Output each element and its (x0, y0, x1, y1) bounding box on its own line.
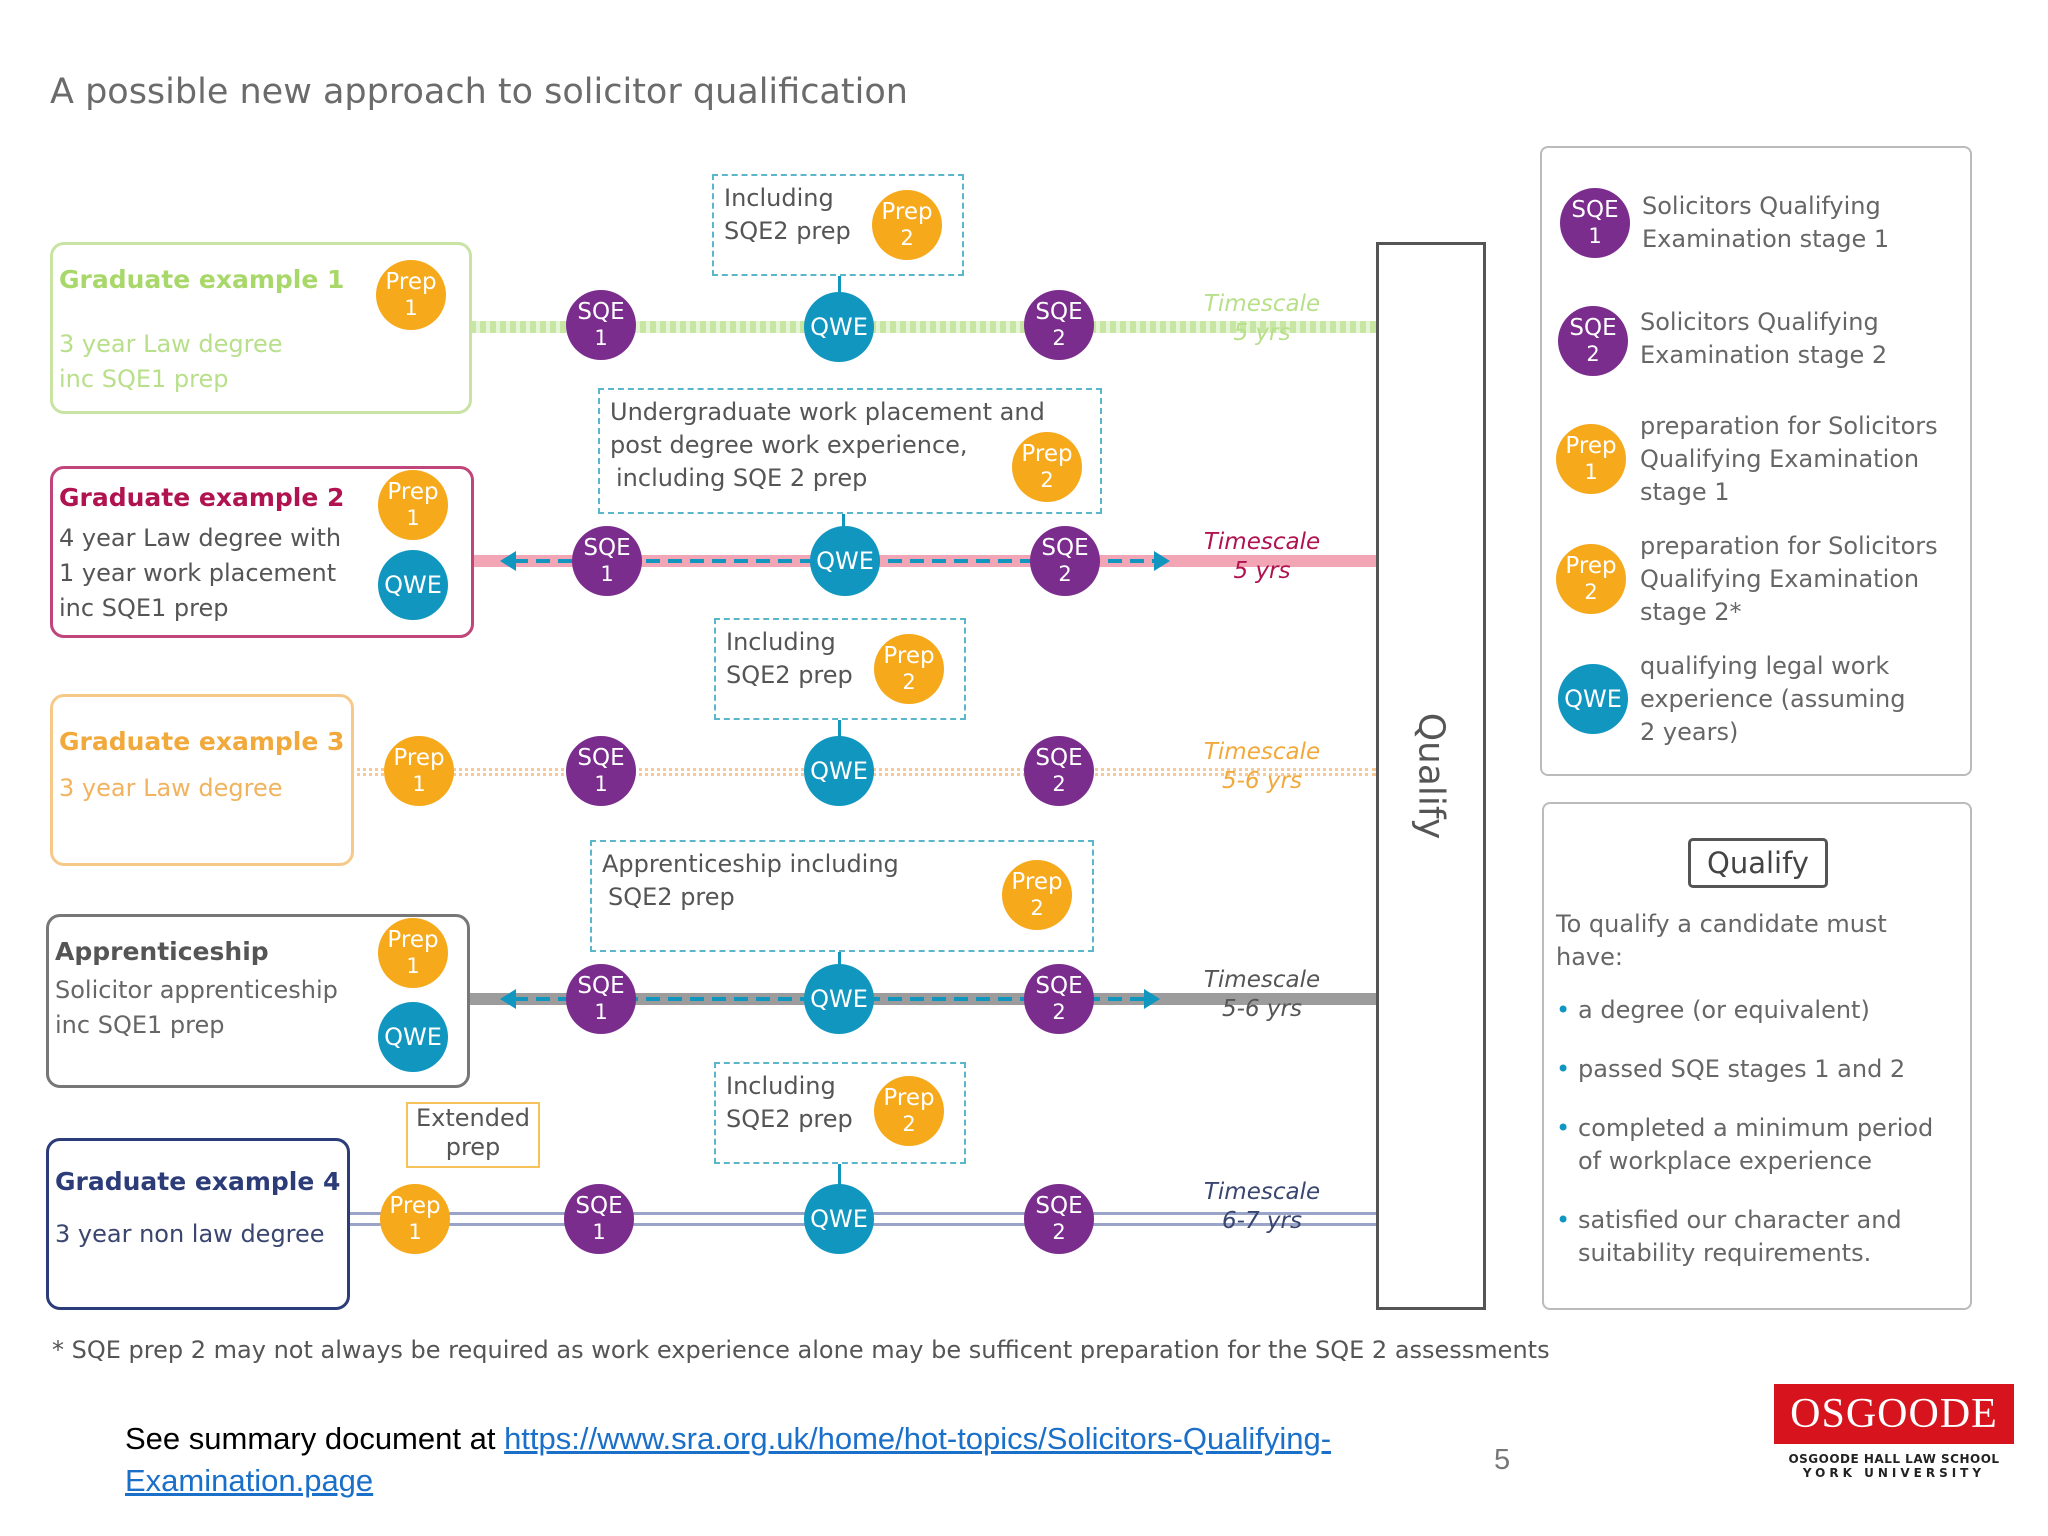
qwe-icon: QWE (378, 1002, 448, 1072)
route-desc: Solicitor apprenticeship inc SQE1 prep (55, 976, 338, 1039)
summary-link[interactable]: https://www.sra.org.uk/home/hot-topics/S… (504, 1421, 1332, 1456)
route-card-graduate-3: Graduate example 3 3 year Law degree (50, 694, 354, 866)
summary-link-continued[interactable]: Examination.page (125, 1463, 374, 1498)
connector-5 (838, 1162, 841, 1192)
route-heading: Graduate example 3 (59, 727, 345, 756)
qwe-icon: QWE (804, 964, 874, 1034)
qualify-list: a degree (or equivalent) passed SQE stag… (1556, 994, 1956, 1296)
logo-wordmark: OSGOODE (1774, 1384, 2014, 1444)
qwe-icon: QWE (804, 292, 874, 362)
footnote: * SQE prep 2 may not always be required … (52, 1336, 1550, 1364)
extended-prep-box: Extended prep (406, 1102, 540, 1168)
connector-3 (838, 718, 841, 748)
route-desc: 3 year non law degree (55, 1220, 325, 1248)
connector-1 (838, 272, 841, 302)
qwe-icon: QWE (810, 526, 880, 596)
qwe-icon: QWE (378, 550, 448, 620)
logo-line-2: YORK UNIVERSITY (1802, 1466, 1986, 1480)
route-desc: 3 year Law degree (59, 774, 283, 802)
qwe-icon: QWE (804, 1184, 874, 1254)
route-1-line (470, 321, 1376, 333)
qwe-icon: QWE (804, 736, 874, 806)
route-heading: Apprenticeship (55, 937, 269, 966)
osgoode-logo: OSGOODE OSGOODE HALL LAW SCHOOL YORK UNI… (1774, 1384, 2014, 1480)
qualify-bar-label: Qualify (1410, 712, 1452, 840)
route-heading: Graduate example 1 (59, 265, 345, 294)
list-item: passed SQE stages 1 and 2 (1556, 1053, 1956, 1086)
route-desc: 3 year Law degree inc SQE1 prep (59, 330, 283, 393)
qwe-icon: QWE (1558, 664, 1628, 734)
page-title: A possible new approach to solicitor qua… (50, 72, 908, 112)
route-heading: Graduate example 2 (59, 483, 345, 512)
qualify-heading: Qualify (1688, 838, 1828, 888)
page-number: 5 (1494, 1444, 1511, 1476)
route-card-graduate-4: Graduate example 4 3 year non law degree (46, 1138, 350, 1310)
summary-text: See summary document at https://www.sra.… (125, 1421, 1332, 1498)
route-desc: 4 year Law degree with 1 year work place… (59, 524, 342, 622)
qualify-bar: Qualify (1376, 242, 1486, 1310)
logo-line-1: OSGOODE HALL LAW SCHOOL (1788, 1452, 2000, 1466)
list-item: a degree (or equivalent) (1556, 994, 1956, 1027)
route-heading: Graduate example 4 (55, 1167, 341, 1196)
